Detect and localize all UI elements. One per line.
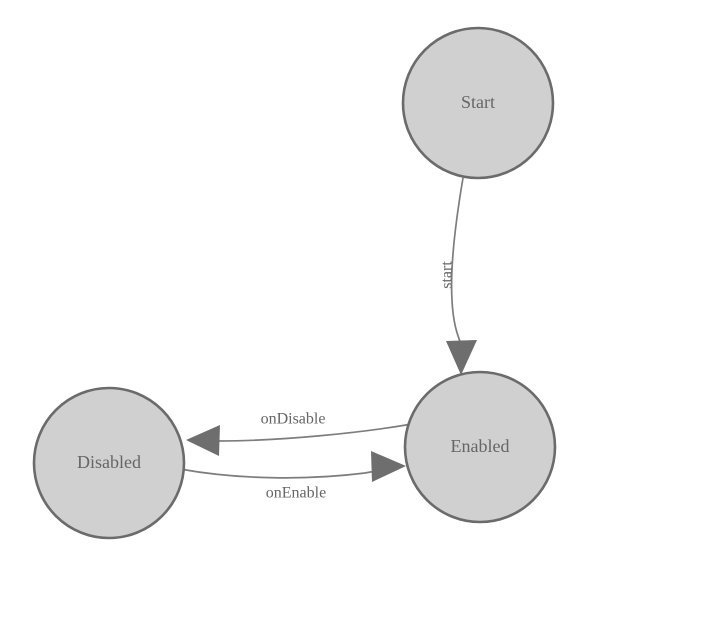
edge-label-on-disable: onDisable [261,411,326,428]
state-node-disabled[interactable]: Disabled [32,386,186,540]
state-node-start[interactable]: Start [401,26,555,180]
state-node-enabled[interactable]: Enabled [403,370,557,524]
edge-disabled-to-enabled[interactable]: onEnable [179,451,406,502]
edge-start-to-enabled-arrowhead [446,340,477,375]
state-node-disabled-label: Disabled [77,452,141,472]
state-node-start-circle [401,26,555,180]
state-node-start-label: Start [461,92,495,112]
state-node-enabled-circle [403,370,557,524]
edge-enabled-to-disabled[interactable]: onDisable [186,411,413,456]
edge-label-on-enable: onEnable [266,485,326,502]
edge-start-to-enabled[interactable]: start [439,177,477,375]
edge-label-start: start [439,261,456,289]
state-node-enabled-label: Enabled [451,436,510,456]
state-node-disabled-circle [32,386,186,540]
edge-disabled-to-enabled-arrowhead [371,451,406,482]
edge-disabled-to-enabled-path [179,468,383,479]
edge-start-to-enabled-path [450,177,464,345]
edge-enabled-to-disabled-arrowhead [186,425,220,456]
